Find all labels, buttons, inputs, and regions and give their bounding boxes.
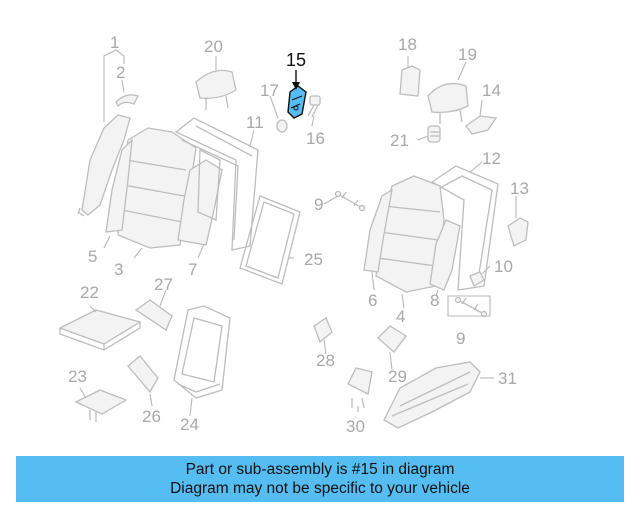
part-8-side-cover [429,219,461,291]
label-25: 25 [304,250,323,269]
label-11: 11 [246,113,264,132]
banner-line-1: Part or sub-assembly is #15 in diagram [185,461,455,478]
part-10-clip [469,271,485,287]
label-24: 24 [180,415,199,434]
label-27: 27 [154,275,173,294]
label-20: 20 [204,37,223,56]
part-labels: 1 2 3 5 7 11 20 17 15 16 25 22 27 24 26 … [68,33,529,436]
label-10: 10 [494,257,513,276]
label-9-lower: 9 [456,329,465,348]
part-17-grommet [276,119,288,133]
part-25-back-panel [239,195,301,285]
label-13: 13 [510,179,529,198]
part-30-mount [347,367,373,409]
label-16: 16 [306,129,325,148]
label-22: 22 [80,283,99,302]
label-3: 3 [114,260,123,279]
part-28-bracket [313,317,333,344]
part-29-bracket [377,325,407,353]
part-31-cushion-rail [383,361,481,429]
part-9-bolt-set-lower [454,296,488,318]
label-4: 4 [396,307,405,326]
part-22-cushion-pad [58,309,142,351]
info-banner: Part or sub-assembly is #15 in diagram D… [16,456,624,502]
label-8: 8 [430,291,439,310]
label-23: 23 [68,367,87,386]
part-18-trim [399,65,421,97]
part-11-back-frame [174,117,259,251]
label-14: 14 [482,81,501,100]
label-15-highlighted: 15 [286,50,306,70]
label-1: 1 [110,33,119,52]
label-7: 7 [188,260,197,279]
part-2-cap [115,94,139,108]
label-9-upper: 9 [314,195,323,214]
part-13-hinge [507,217,529,247]
part-7-frame-cover [177,159,223,246]
parts-diagram: 1 2 3 5 7 11 20 17 15 16 25 22 27 24 26 … [58,33,529,436]
part-14-clip [465,115,498,135]
part-16-bolt [307,95,321,118]
part-24-cushion-frame [173,305,231,399]
part-27-strip [134,299,173,331]
part-1-side-trim [77,114,131,217]
label-17: 17 [260,81,279,100]
label-6: 6 [368,291,377,310]
label-19: 19 [458,45,477,64]
label-5: 5 [88,247,97,266]
part-20-headrest [195,69,237,110]
label-26: 26 [142,407,161,426]
label-31: 31 [498,369,517,388]
label-2: 2 [116,63,125,82]
part-26-cover [127,355,159,394]
banner-line-2: Diagram may not be specific to your vehi… [170,480,470,497]
label-28: 28 [316,351,335,370]
label-29: 29 [388,367,407,386]
part-15-bracket-highlighted [287,85,307,119]
part-12-back-frame [430,165,499,291]
part-19-headrest [427,82,469,124]
leader-lines [79,49,517,417]
label-21: 21 [390,131,409,150]
part-21-fastener [427,125,441,143]
label-18: 18 [398,35,417,54]
part-6-bolster [363,188,393,273]
label-30: 30 [346,417,365,436]
part-9-bolt-set-upper [334,190,366,212]
label-12: 12 [482,149,501,168]
part-23-base-mount [74,389,128,422]
part-5-bolster [105,138,133,233]
